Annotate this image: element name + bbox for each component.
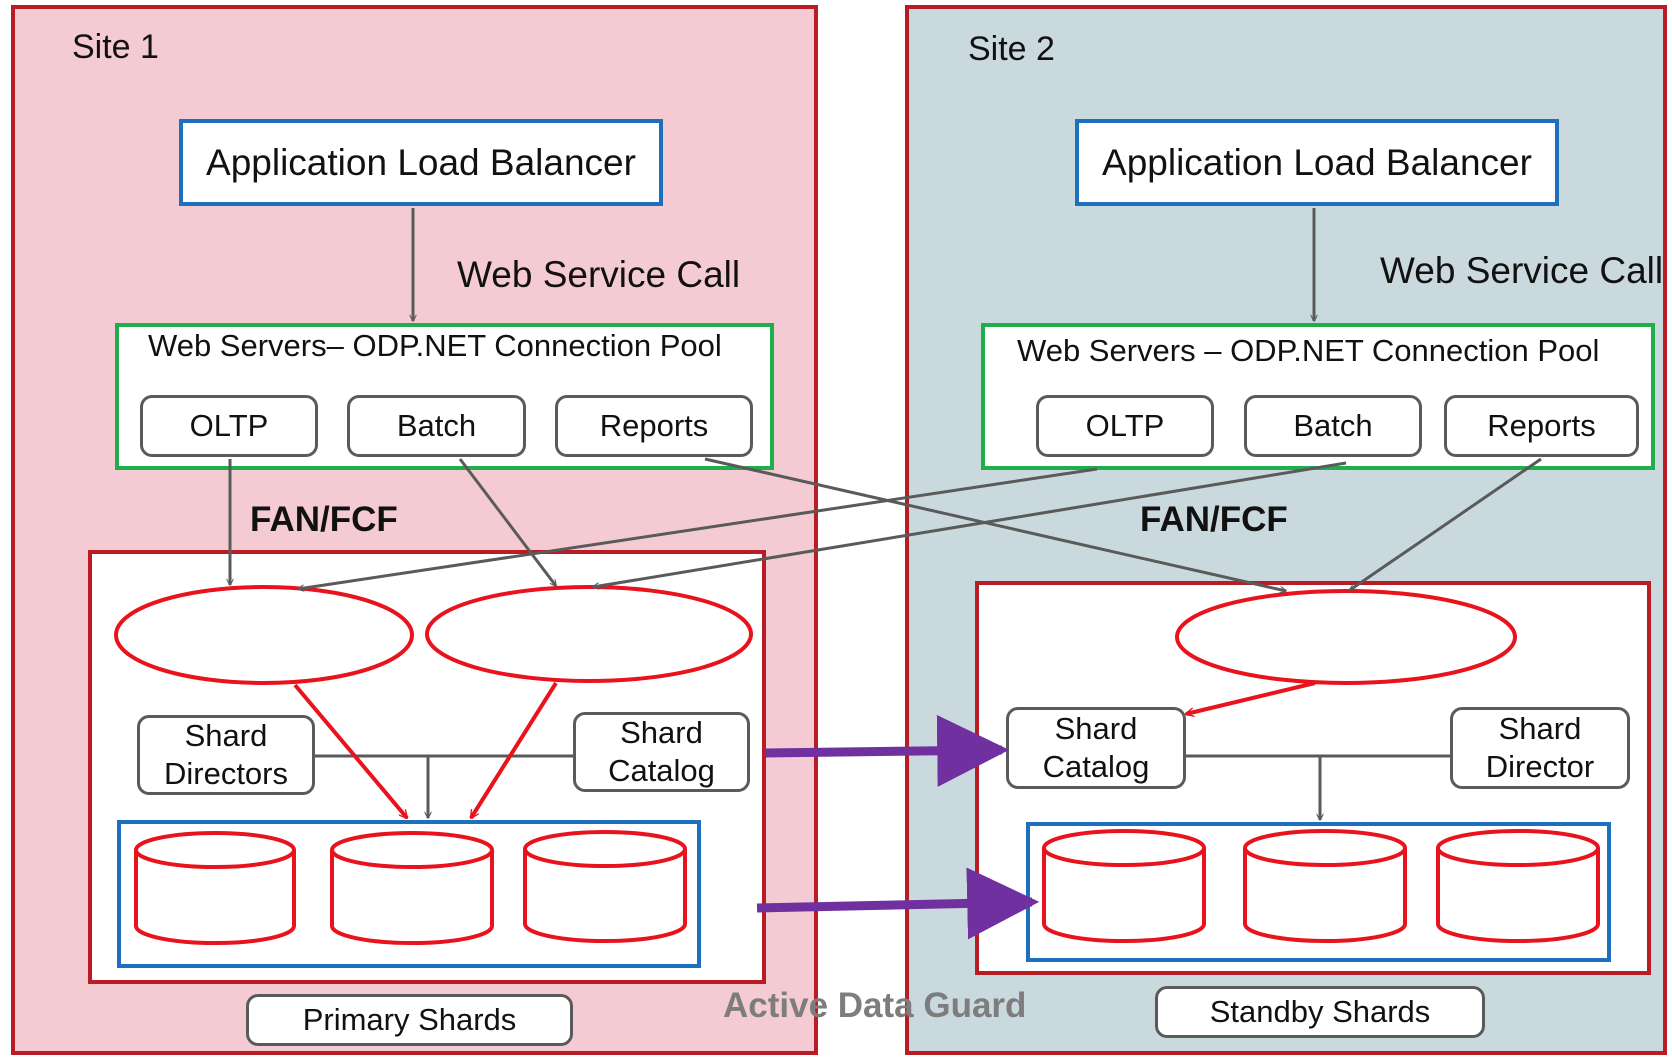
- site-1-web-service-call: Web Service Call: [457, 254, 741, 295]
- site-1-primary-shards-label: Primary Shards: [246, 994, 573, 1046]
- site-2-shard-catalog: Shard Catalog: [1006, 707, 1186, 789]
- site-1-pool-oltp: OLTP: [140, 395, 318, 457]
- site-2-report-service-label: Report Service: [1245, 624, 1452, 660]
- site-2-load-balancer: Application Load Balancer: [1075, 119, 1559, 206]
- site-2-standby-shards-box: [1026, 822, 1611, 962]
- active-data-guard-label: Active Data Guard: [723, 986, 1027, 1025]
- site-1-pool-reports: Reports: [555, 395, 753, 457]
- site-1-batch-service-label: Batch Service: [492, 616, 685, 651]
- site-2-web-servers-label: Web Servers – ODP.NET Connection Pool: [1017, 333, 1600, 368]
- site-2-fan-fcf: FAN/FCF: [1140, 500, 1288, 539]
- site-1-shard-catalog: Shard Catalog: [573, 712, 750, 792]
- site-1-oltp-service-label: OLTP Service: [167, 618, 359, 653]
- site-1-web-servers-label: Web Servers– ODP.NET Connection Pool: [148, 328, 722, 363]
- site-1-title: Site 1: [72, 28, 159, 66]
- site-2-standby-shards-label: Standby Shards: [1155, 986, 1485, 1038]
- site-1-primary-shards-box: [117, 820, 701, 968]
- site-2-web-service-call: Web Service Call: [1380, 250, 1664, 291]
- site-2-pool-oltp: OLTP: [1036, 395, 1214, 457]
- site-2-pool-batch: Batch: [1244, 395, 1422, 457]
- site-2-pool-reports: Reports: [1444, 395, 1639, 457]
- site-1-fan-fcf: FAN/FCF: [250, 500, 398, 539]
- site-1-load-balancer: Application Load Balancer: [179, 119, 663, 206]
- site-1-shard-directors: Shard Directors: [137, 715, 315, 795]
- site-1-pool-batch: Batch: [347, 395, 526, 457]
- site-2-shard-director: Shard Director: [1450, 707, 1630, 789]
- site-2-title: Site 2: [968, 30, 1055, 68]
